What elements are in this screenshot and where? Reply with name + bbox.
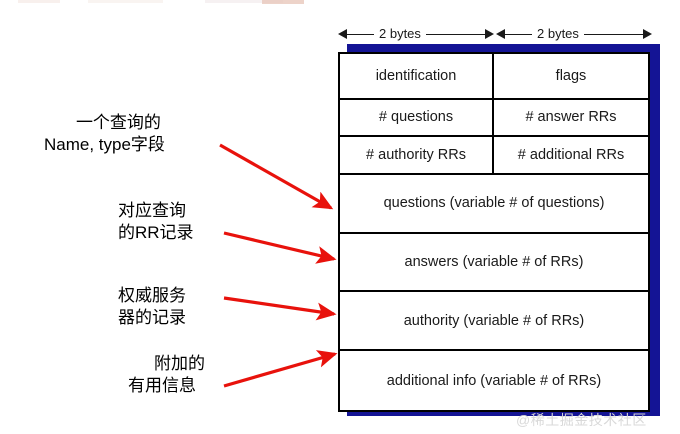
- table-row: # authority RRs # additional RRs: [340, 137, 648, 175]
- annotation-line-1: 权威服务: [118, 286, 186, 305]
- arrow-to-questions: [219, 143, 334, 210]
- table-row: answers (variable # of RRs): [340, 234, 648, 293]
- annotation-authority: 权威服务 器的记录: [118, 285, 186, 329]
- cell-flags: flags: [555, 67, 587, 84]
- annotation-line-1: 一个查询的: [75, 113, 161, 132]
- cell-num-authority-rrs: # authority RRs: [340, 137, 494, 173]
- arrow-left-icon: [496, 29, 505, 39]
- cell-answers: answers (variable # of RRs): [404, 253, 584, 270]
- cell-authority: authority (variable # of RRs): [403, 312, 585, 329]
- table-row: questions (variable # of questions): [340, 175, 648, 234]
- table-row: # questions # answer RRs: [340, 99, 648, 138]
- table-row: identification flags: [340, 54, 648, 100]
- arrow-to-authority: [223, 296, 337, 321]
- annotation-line-1: 附加的: [154, 354, 205, 373]
- annotation-line-2: 的RR记录: [118, 222, 194, 242]
- byte-ruler-right: 2 bytes: [496, 24, 652, 44]
- dns-header-table: identification flags # questions # answe…: [338, 52, 650, 412]
- annotation-answers: 对应查询 的RR记录: [118, 200, 194, 244]
- top-artifact-1: [18, 0, 60, 3]
- top-artifact-2: [88, 0, 163, 3]
- top-artifact-4: [262, 0, 304, 4]
- top-artifact-3: [205, 0, 283, 3]
- annotation-line-2: 有用信息: [128, 375, 196, 395]
- annotation-line-2: 器的记录: [118, 307, 186, 327]
- annotation-additional: 附加的 有用信息: [128, 353, 205, 397]
- arrow-left-icon: [338, 29, 347, 39]
- cell-num-answer-rrs: # answer RRs: [525, 109, 617, 126]
- annotation-line-2: Name, type字段: [44, 134, 165, 154]
- ruler-label-right: 2 bytes: [532, 24, 584, 43]
- table-row: authority (variable # of RRs): [340, 292, 648, 352]
- annotation-line-1: 对应查询: [118, 201, 186, 220]
- watermark: @稀土掘金技术社区: [516, 412, 647, 428]
- byte-ruler-left: 2 bytes: [338, 24, 494, 44]
- arrow-right-icon: [643, 29, 652, 39]
- cell-additional-info: additional info (variable # of RRs): [386, 372, 602, 389]
- ruler-label-left: 2 bytes: [374, 24, 426, 43]
- cell-num-additional-rrs: # additional RRs: [517, 146, 625, 163]
- annotation-questions: 一个查询的 Name, type字段: [44, 112, 165, 156]
- arrow-to-additional-info: [223, 350, 338, 388]
- arrow-to-answers: [223, 231, 337, 264]
- arrow-right-icon: [485, 29, 494, 39]
- table-row: additional info (variable # of RRs): [340, 351, 648, 410]
- cell-questions: questions (variable # of questions): [383, 195, 605, 212]
- cell-num-questions: # questions: [340, 99, 494, 136]
- cell-identification: identification: [340, 54, 494, 98]
